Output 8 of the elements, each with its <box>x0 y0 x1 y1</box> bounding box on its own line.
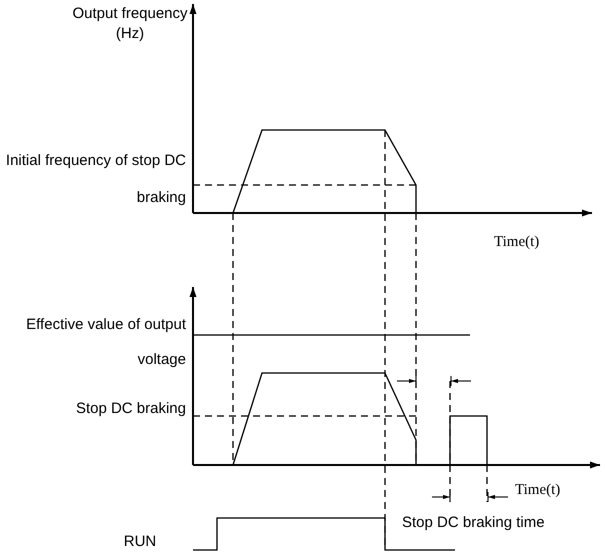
axis-title: Time(t) <box>494 233 540 251</box>
signal-label: RUN <box>122 533 158 551</box>
axis-label: Effective value of output voltage <box>25 315 186 370</box>
axis-label: Initial frequency of stop DC braking <box>4 151 186 208</box>
axis-title: Time(t) <box>515 481 562 499</box>
dimension-label: Stop DC braking time <box>402 514 546 532</box>
axis-title: Output frequency (Hz) <box>71 4 189 44</box>
axis-label: Stop DC braking <box>74 400 186 418</box>
